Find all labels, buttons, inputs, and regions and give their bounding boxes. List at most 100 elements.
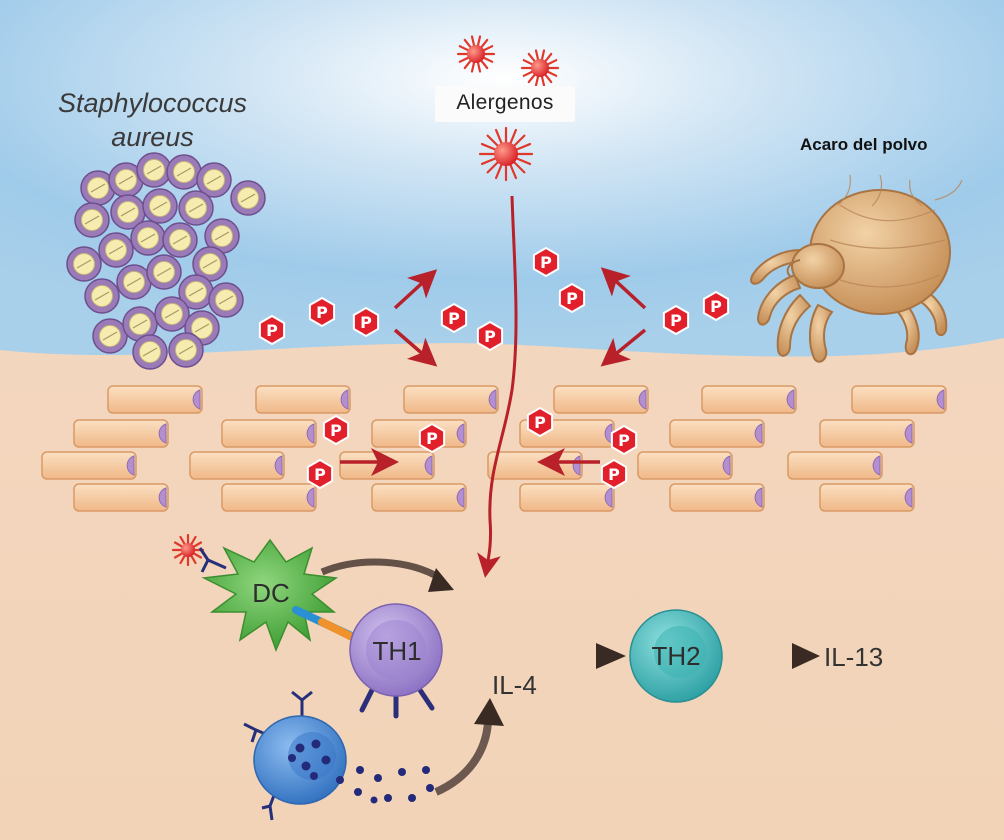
epithelial-cell-icon [107, 385, 203, 414]
protease-letter: P [448, 309, 460, 328]
protease-hexagon-icon: P [600, 458, 628, 490]
protease-hexagon-icon: P [440, 302, 468, 334]
il4-label: IL-4 [492, 670, 537, 700]
dc-label: DC [252, 578, 290, 608]
staphylococcus-cell-icon [136, 152, 172, 188]
staphylococcus-cell-icon [178, 190, 214, 226]
epithelial-cell-icon [221, 419, 317, 448]
staphylococcus-cluster-icon [66, 152, 266, 370]
staphylococcus-cell-icon [130, 220, 166, 256]
th1-label: TH1 [372, 636, 422, 666]
staphylococcus-cell-icon [66, 246, 102, 282]
staphylococcus-cell-icon [110, 194, 146, 230]
staphylococcus-cell-icon [142, 188, 178, 224]
staphylococcus-cell-icon [168, 332, 204, 368]
epithelial-cell-icon [73, 419, 169, 448]
protease-hexagon-icon: P [418, 422, 446, 454]
staphylococcus-cell-icon [178, 274, 214, 310]
staphylococcus-cell-icon [132, 334, 168, 370]
protease-letter: P [314, 465, 326, 484]
protease-hexagon-icon: P [308, 296, 336, 328]
dc-migration-arrowhead [428, 568, 454, 592]
staphylococcus-cell-icon [192, 246, 228, 282]
protease-hexagon-icon: P [352, 306, 380, 338]
staphylococcus-cell-icon [162, 222, 198, 258]
th2-label: TH2 [651, 641, 701, 671]
th2-to-il13-arrowhead [792, 643, 820, 669]
allergen-spike-ball-icon [478, 126, 534, 182]
protease-letter: P [710, 297, 722, 316]
mast-to-il4-arrow [434, 721, 492, 796]
staphylococcus-cell-icon [146, 254, 182, 290]
protease-hexagon-icon: P [662, 304, 690, 336]
epithelial-cell-icon [669, 483, 765, 512]
epithelial-cell-icon [403, 385, 499, 414]
th1-cell-icon [349, 603, 443, 719]
staphylococcus-label-line2: aureus [111, 122, 194, 152]
staphylococcus-cell-icon [154, 296, 190, 332]
protease-hexagon-icon: P [306, 458, 334, 490]
protease-hexagon-icon: P [476, 320, 504, 352]
protease-hexagon-icon: P [558, 282, 586, 314]
protease-hexagon-icon: P [322, 414, 350, 446]
allergen-spike-ball-icon [171, 533, 205, 567]
protease-letter: P [426, 429, 438, 448]
staphylococcus-label-line1: Staphylococcus [57, 88, 248, 118]
epithelial-cell-icon [669, 419, 765, 448]
epithelial-cell-icon [519, 483, 615, 512]
granule-dots [336, 766, 434, 804]
staphylococcus-cell-icon [230, 180, 266, 216]
protease-letter: P [670, 311, 682, 330]
staphylococcus-cell-icon [208, 282, 244, 318]
il13-label: IL-13 [824, 642, 884, 672]
allergen-spike-ball-icon [456, 35, 496, 73]
epithelial-cell-icon [255, 385, 351, 414]
epithelial-cell-icon [787, 451, 883, 480]
epithelial-cell-icon [339, 451, 435, 480]
epithelial-cell-icon [553, 385, 649, 414]
protease-hexagon-icon: P [610, 424, 638, 456]
staphylococcus-cell-icon [196, 162, 232, 198]
protease-hexagon-icon: P [526, 406, 554, 438]
epithelial-cell-icon [189, 451, 285, 480]
protease-letter: P [534, 413, 546, 432]
epithelial-cell-icon [819, 419, 915, 448]
allergen-penetration-arrow [477, 195, 518, 578]
staphylococcus-cell-icon [92, 318, 128, 354]
staphylococcus-cell-icon [108, 162, 144, 198]
epithelial-layer [41, 385, 947, 512]
protease-letter: P [484, 327, 496, 346]
epithelial-cell-icon [701, 385, 797, 414]
protease-release-arrows [340, 267, 647, 476]
epithelial-cell-icon [221, 483, 317, 512]
mast-to-il4-arrowhead [474, 698, 504, 726]
protease-letter: P [566, 289, 578, 308]
staphylococcus-cell-icon [116, 264, 152, 300]
protease-letter: P [360, 313, 372, 332]
epithelial-cell-icon [851, 385, 947, 414]
epithelial-cell-icon [637, 451, 733, 480]
alergenos-label: Alergenos [435, 86, 575, 122]
epithelial-cell-icon [73, 483, 169, 512]
staphylococcus-label: Staphylococcus aureus [40, 86, 265, 154]
protease-letter: P [608, 465, 620, 484]
epithelial-cell-icon [371, 483, 467, 512]
sky-background [0, 0, 1004, 357]
protease-hexagon-icon: P [702, 290, 730, 322]
epithelial-cell-icon [819, 483, 915, 512]
staphylococcus-cell-icon [84, 278, 120, 314]
staphylococcus-cell-icon [74, 202, 110, 238]
protease-hexagon-icon: P [532, 246, 560, 278]
mast-cell-icon [243, 690, 434, 821]
staphylococcus-cell-icon [98, 232, 134, 268]
protease-letter: P [316, 303, 328, 322]
epithelial-cell-icon [487, 451, 583, 480]
allergen-spike-ball-icon [520, 49, 560, 87]
protease-letter: P [540, 253, 552, 272]
protease-hexagon-icon: P [258, 314, 286, 346]
staphylococcus-cell-icon [166, 154, 202, 190]
protease-letter: P [618, 431, 630, 450]
